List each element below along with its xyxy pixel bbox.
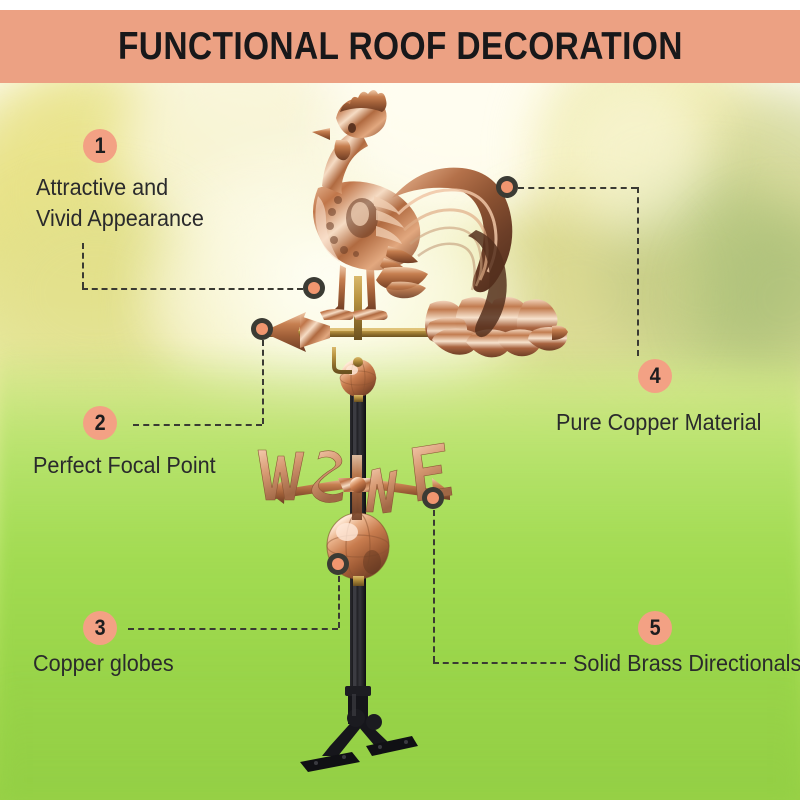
connector-3-vertical (338, 576, 340, 628)
connector-2-horizontal (133, 424, 262, 426)
connector-2-vertical (262, 340, 264, 424)
callout-badge-3-number: 3 (94, 615, 106, 640)
callout-label-2: Perfect Focal Point (33, 452, 216, 478)
anchor-dot-1 (303, 277, 325, 299)
page-title: FUNCTIONAL ROOF DECORATION (117, 24, 683, 68)
callout-badge-2[interactable]: 2 (83, 406, 117, 440)
connector-1-horizontal (82, 288, 303, 290)
product-photo (0, 83, 800, 800)
callout-badge-4[interactable]: 4 (638, 359, 672, 393)
callout-badge-2-number: 2 (94, 410, 106, 435)
connector-4-horizontal (518, 187, 637, 189)
callout-label-5: Solid Brass Directionals (573, 650, 800, 676)
foliage-blob (560, 83, 710, 233)
callout-badge-1[interactable]: 1 (83, 129, 117, 163)
connector-4-vertical (637, 187, 639, 356)
anchor-dot-4 (496, 176, 518, 198)
connector-1-vertical (82, 243, 84, 288)
anchor-dot-3 (327, 553, 349, 575)
callout-badge-5-number: 5 (649, 615, 661, 640)
connector-5-horizontal (433, 662, 566, 664)
connector-5-vertical (433, 510, 435, 662)
grass-shadow (0, 680, 800, 800)
callout-label-3: Copper globes (33, 650, 174, 676)
header-banner: FUNCTIONAL ROOF DECORATION (0, 10, 800, 83)
connector-3-horizontal (128, 628, 338, 630)
callout-badge-5[interactable]: 5 (638, 611, 672, 645)
callout-label-1: Attractive and Vivid Appearance (36, 174, 204, 231)
anchor-dot-5 (422, 487, 444, 509)
callout-badge-1-number: 1 (94, 133, 106, 158)
callout-badge-4-number: 4 (649, 363, 661, 388)
callout-badge-3[interactable]: 3 (83, 611, 117, 645)
anchor-dot-2 (251, 318, 273, 340)
callout-label-4: Pure Copper Material (556, 409, 762, 435)
